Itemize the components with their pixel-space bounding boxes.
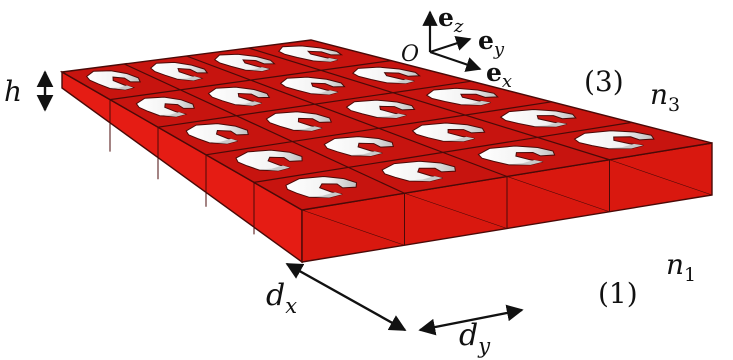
hole-outline (411, 122, 486, 142)
hole-outline (185, 123, 249, 145)
hole-outline (149, 61, 209, 82)
label-origin: O (401, 42, 419, 67)
hole-outline (285, 175, 358, 199)
label-ex: ex (486, 58, 512, 92)
hole (85, 70, 141, 91)
hole (265, 111, 333, 132)
hole (477, 145, 556, 166)
hole-outline (135, 96, 195, 118)
hole-outline (278, 45, 344, 63)
hole (278, 45, 344, 63)
hole (213, 53, 276, 72)
hole (411, 122, 486, 142)
cell-grid (109, 47, 632, 194)
hole-outline (351, 66, 421, 84)
hole-outline (279, 76, 346, 96)
label-h: h (4, 75, 22, 108)
hole-wall-shadow (208, 138, 238, 144)
hole-outline (207, 86, 271, 107)
hole-wall-shadow (309, 90, 338, 95)
hole-outline (381, 160, 456, 182)
hole-wall-shadow (349, 151, 383, 156)
hole (149, 61, 209, 82)
hole-wall-shadow (243, 67, 270, 72)
hole-outline (477, 145, 556, 166)
hole-outline (425, 87, 499, 106)
hole (279, 76, 346, 96)
hole (135, 96, 195, 118)
hole-wall-shadow (459, 100, 491, 106)
dy-double-arrow (418, 304, 524, 336)
hole-outline (499, 108, 577, 128)
label-dx: dx (266, 278, 297, 318)
hole-wall-shadow (258, 165, 290, 171)
hole-wall-shadow (176, 76, 202, 81)
holes (85, 45, 655, 199)
hole-wall-shadow (385, 79, 415, 84)
hole (207, 86, 271, 107)
label-n3: n3 (650, 78, 680, 116)
hole (323, 136, 394, 157)
hole (573, 130, 655, 150)
hole-outline (85, 70, 141, 91)
hole-wall-shadow (308, 192, 343, 198)
hole (351, 66, 421, 84)
hole-wall-shadow (108, 85, 134, 90)
hole-wall-shadow (158, 112, 186, 117)
label-ey: ey (478, 26, 505, 60)
side-diagonal-front (404, 192, 508, 229)
side-divisions (109, 99, 713, 246)
hole (381, 160, 456, 182)
grid-line-col (123, 63, 405, 194)
hole-outline (345, 99, 416, 119)
hole-wall-shadow (507, 160, 543, 165)
dx-double-arrow (285, 262, 407, 332)
label-region-3: (3) (584, 65, 624, 98)
hole-wall-shadow (375, 113, 407, 118)
side-diagonal-front (609, 159, 713, 196)
hole-wall-shadow (533, 122, 567, 127)
hole-outline (323, 136, 394, 157)
label-n1: n1 (666, 248, 696, 286)
hole-outline (235, 149, 303, 172)
hole-wall-shadow (311, 58, 338, 62)
hole (235, 149, 303, 172)
grid-line-col (186, 55, 508, 178)
side-diagonal-front (506, 176, 610, 213)
hole-wall-shadow (407, 176, 443, 182)
hole (425, 87, 499, 106)
slab-top-face (59, 39, 713, 211)
hole (185, 123, 249, 145)
side-diagonal-front (301, 209, 405, 246)
hole-wall-shadow (234, 101, 262, 106)
hole-outline (265, 111, 333, 132)
grid-line-col (248, 47, 610, 161)
label-dy: dy (459, 318, 491, 358)
hole-outline (213, 53, 276, 72)
axis-ex-arrow (429, 50, 482, 72)
hole-wall-shadow (441, 136, 475, 142)
hole (285, 175, 358, 199)
axis-ey-arrow (429, 35, 472, 54)
hole (345, 99, 416, 119)
label-ez: ez (438, 3, 464, 37)
label-region-1: (1) (598, 277, 638, 310)
hole (499, 108, 577, 128)
hole-wall-shadow (607, 143, 644, 149)
hole-wall-shadow (291, 126, 322, 131)
